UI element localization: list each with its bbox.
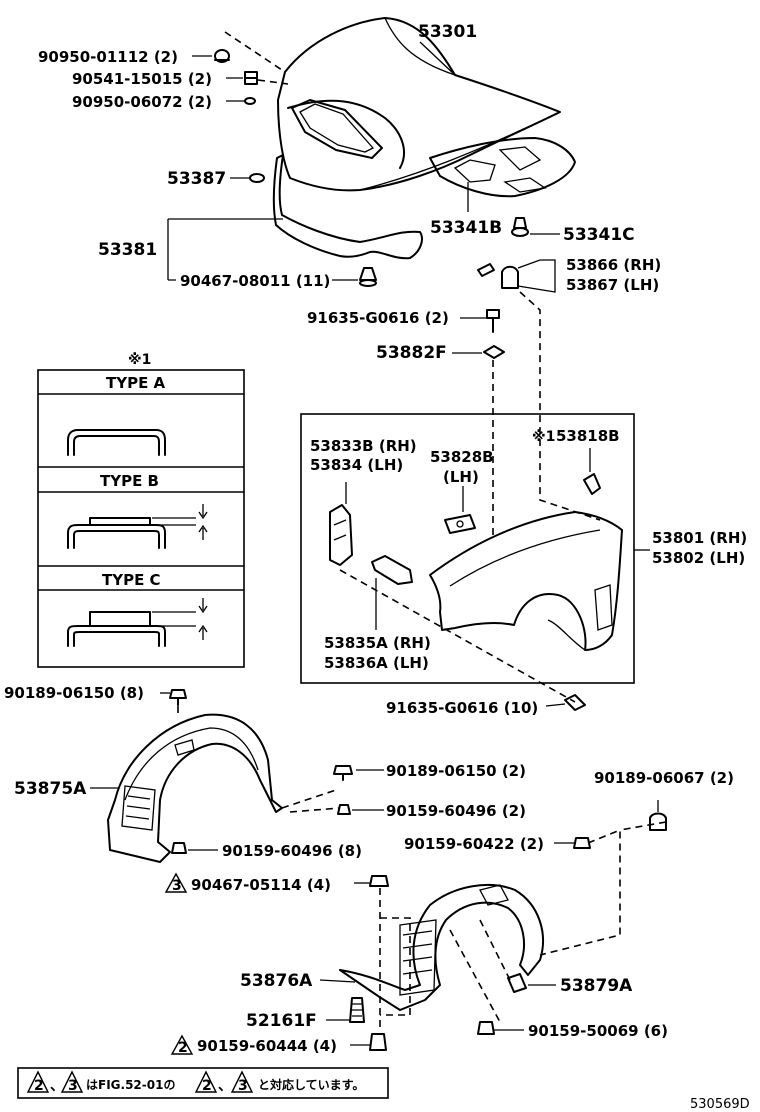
label-53866: 53866 (RH) [566, 256, 661, 274]
label-53828b: 53828B [430, 448, 494, 466]
label-53341c: 53341C [563, 225, 635, 245]
type-a-title: TYPE A [106, 374, 166, 392]
insulator-retainer-icon [511, 217, 529, 237]
rear-liner-clip-right-icon [649, 812, 667, 831]
rear-liner-screw-icon [573, 837, 591, 849]
label-90159-60496-8: 90159-60496 (8) [222, 842, 362, 860]
triangle-3-marker: 3 [164, 872, 188, 894]
label-90159-60422: 90159-60422 (2) [404, 835, 544, 853]
label-90950-06072: 90950-06072 (2) [72, 93, 212, 111]
rear-liner-clip-icon [369, 875, 389, 887]
label-53801: 53801 (RH) [652, 529, 747, 547]
label-53867: 53867 (LH) [566, 276, 659, 294]
rear-liner-screw-right-icon [477, 1021, 495, 1035]
label-52161f: 52161F [246, 1011, 317, 1031]
mudguard-clip-icon [349, 997, 365, 1023]
label-90189-06150-8: 90189-06150 (8) [4, 684, 144, 702]
fender-protector-icon [371, 555, 413, 585]
seal-clip-icon [359, 267, 377, 287]
type-legend-box [37, 369, 245, 668]
label-53834: 53834 (LH) [310, 456, 403, 474]
footnote-tri2b: 2 [202, 1078, 212, 1094]
label-53833b: 53833B (RH) [310, 437, 417, 455]
type-box-mark: ※1 [128, 352, 151, 368]
svg-text:2: 2 [178, 1040, 188, 1056]
washer-icon [483, 345, 505, 359]
label-53341b: 53341B [430, 218, 502, 238]
label-53876a: 53876A [240, 971, 313, 991]
label-53818b-mark: ※1 [532, 429, 555, 445]
fender-bracket-icon [477, 263, 519, 289]
fender-bracket-lh-icon [444, 514, 476, 534]
label-53835a: 53835A (RH) [324, 634, 431, 652]
footnote-sep: 、 [50, 1078, 64, 1094]
footnote-text1: はFIG.52-01の [86, 1078, 175, 1092]
front-fender [429, 511, 623, 651]
footnote-box: 2 、 3 はFIG.52-01の 2 、 3 と対応しています。 [17, 1067, 389, 1099]
hood-panel [277, 17, 561, 192]
figure-id: 530569D [690, 1097, 750, 1112]
label-90467-05114: 90467-05114 (4) [191, 876, 331, 894]
hood-seal-clip-icon [249, 173, 265, 183]
label-90189-06150-2: 90189-06150 (2) [386, 762, 526, 780]
label-90189-06067: 90189-06067 (2) [594, 769, 734, 787]
triangle-2-marker: 2 [170, 1034, 194, 1056]
front-fender-liner [107, 713, 283, 863]
footnote-tri2: 2 [34, 1078, 44, 1094]
hood-cushion-small-icon [244, 97, 256, 105]
hood-nut-icon [244, 71, 258, 85]
label-53381: 53381 [98, 240, 157, 260]
footnote-sep-b: 、 [218, 1078, 232, 1094]
liner-clip-right-icon [333, 765, 353, 781]
rear-liner-retainer-icon [507, 973, 527, 993]
type-c-title: TYPE C [102, 571, 161, 589]
rear-fender-liner [339, 884, 544, 1011]
label-53875a: 53875A [14, 779, 87, 799]
liner-clip-icon [169, 689, 187, 706]
fender-clip-icon [583, 473, 601, 495]
type-b-title: TYPE B [100, 472, 159, 490]
bolt-icon [486, 309, 500, 333]
label-90541-15015: 90541-15015 (2) [72, 70, 212, 88]
label-53836a: 53836A (LH) [324, 654, 429, 672]
label-90467-08011: 90467-08011 (11) [180, 272, 330, 290]
hood-to-cowl-seal [272, 154, 423, 260]
rear-liner-screw-bottom-icon [369, 1033, 387, 1051]
label-90159-60444: 90159-60444 (4) [197, 1037, 337, 1055]
fender-group-box [300, 413, 635, 684]
label-53301: 53301 [418, 22, 477, 42]
footnote-tri3: 3 [68, 1078, 78, 1094]
label-90159-60496-2: 90159-60496 (2) [386, 802, 526, 820]
footnote-text2: と対応しています。 [258, 1077, 364, 1092]
label-53828b-lh: (LH) [443, 468, 479, 486]
label-53802: 53802 (LH) [652, 549, 745, 567]
hood-insulator [429, 137, 576, 198]
footnote-tri3b: 3 [238, 1078, 248, 1094]
label-53882f: 53882F [376, 343, 447, 363]
label-53818b: 53818B [556, 427, 620, 445]
fender-brace-icon [329, 504, 353, 566]
label-53879a: 53879A [560, 976, 633, 996]
label-53387: 53387 [167, 169, 226, 189]
liner-screw-bottom-icon [171, 842, 187, 854]
label-90950-01112: 90950-01112 (2) [38, 48, 178, 66]
label-91635-g0616-10: 91635-G0616 (10) [386, 699, 538, 717]
hood-cushion-icon [214, 49, 230, 63]
label-90159-50069: 90159-50069 (6) [528, 1022, 668, 1040]
fender-bolt-icon [564, 694, 586, 711]
label-91635-g0616-2: 91635-G0616 (2) [307, 309, 449, 327]
svg-text:3: 3 [172, 878, 182, 894]
liner-screw-icon [337, 804, 351, 815]
